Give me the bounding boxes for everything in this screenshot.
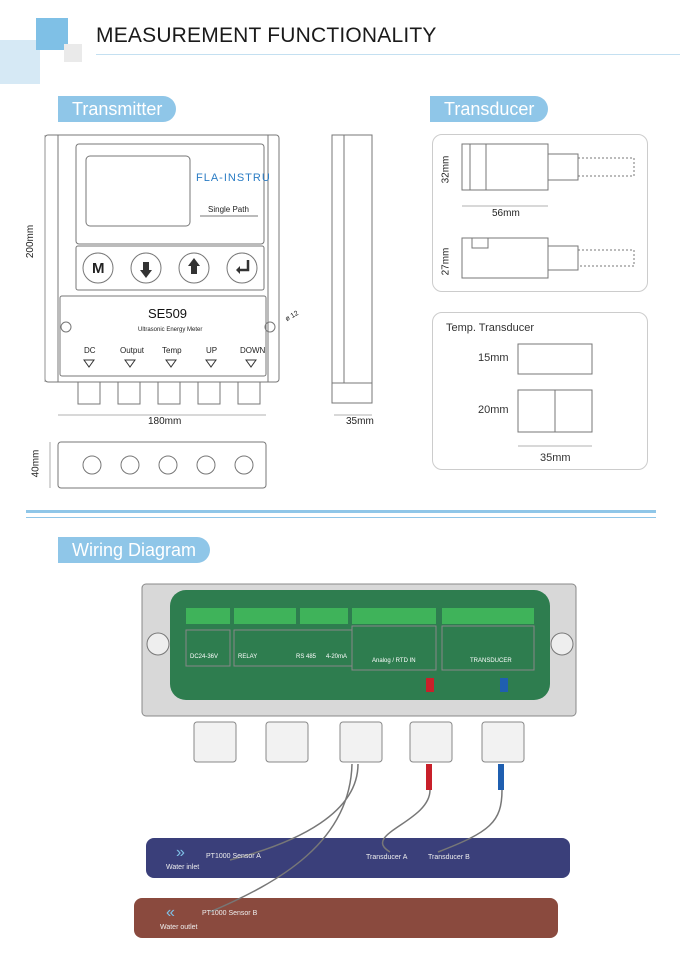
dim-56mm: 56mm: [492, 208, 520, 219]
terminal-dc: DC: [84, 346, 96, 355]
relay-label: RELAY: [238, 654, 258, 660]
transmitter-drawing: [44, 134, 373, 489]
terminal-up: UP: [206, 346, 218, 355]
temp-transducer-box: [432, 312, 648, 470]
page-title: MEASUREMENT FUNCTIONALITY: [96, 24, 437, 47]
model-name: SE509: [148, 306, 188, 321]
single-path-label: Single Path: [208, 205, 249, 214]
dim-32mm: 32mm: [440, 155, 452, 184]
water-inlet-label: Water inlet: [166, 864, 200, 871]
temp-transducer-title: Temp. Transducer: [446, 322, 535, 334]
transducer-box: [432, 134, 648, 292]
terminal-down: DOWN: [240, 346, 266, 355]
dim-width: 180mm: [148, 416, 182, 427]
section-transducer: Transducer: [430, 96, 549, 122]
dim-bottom: 40mm: [30, 449, 42, 478]
transducer-b-label: Transducer B: [428, 854, 470, 861]
sensor-a-label: PT1000 Sensor A: [206, 853, 261, 860]
model-subtitle: Ultrasonic Energy Meter: [138, 327, 203, 333]
rs485-label: RS 485: [296, 654, 317, 660]
ma-label: 4-20mA: [326, 654, 348, 660]
inlet-arrow-icon: »: [176, 844, 185, 861]
dc-terminal-label: DC24-36V: [190, 654, 219, 660]
transducer-drawing: [461, 143, 635, 447]
terminal-output: Output: [120, 346, 145, 355]
dim-35mm: 35mm: [540, 452, 571, 464]
wiring-diagram: [134, 583, 577, 938]
header-rule: [96, 54, 680, 55]
section-divider: [26, 510, 656, 513]
terminal-temp: Temp: [162, 346, 182, 355]
header-square-light: [0, 40, 40, 84]
section-transmitter: Transmitter: [58, 96, 177, 122]
outlet-arrow-icon: «: [166, 904, 175, 921]
transducer-a-label: Transducer A: [366, 854, 408, 861]
analog-label: Analog / RTD IN: [372, 658, 416, 664]
transducer-terminal-label: TRANSDUCER: [470, 658, 512, 664]
section-divider-thin: [26, 517, 656, 518]
dim-height: 200mm: [25, 224, 37, 259]
header-square-grey: [64, 44, 82, 62]
header-square-accent: [36, 18, 68, 50]
section-wiring: Wiring Diagram: [58, 537, 211, 563]
dim-27mm: 27mm: [440, 247, 452, 276]
water-outlet-label: Water outlet: [160, 924, 198, 931]
menu-key-label: M: [92, 260, 105, 277]
dim-20mm: 20mm: [478, 404, 509, 416]
sensor-b-label: PT1000 Sensor B: [202, 910, 258, 917]
dim-depth: 35mm: [346, 416, 374, 427]
brand-logo: FLA-INSTRU: [196, 172, 271, 184]
dim-15mm: 15mm: [478, 352, 509, 364]
